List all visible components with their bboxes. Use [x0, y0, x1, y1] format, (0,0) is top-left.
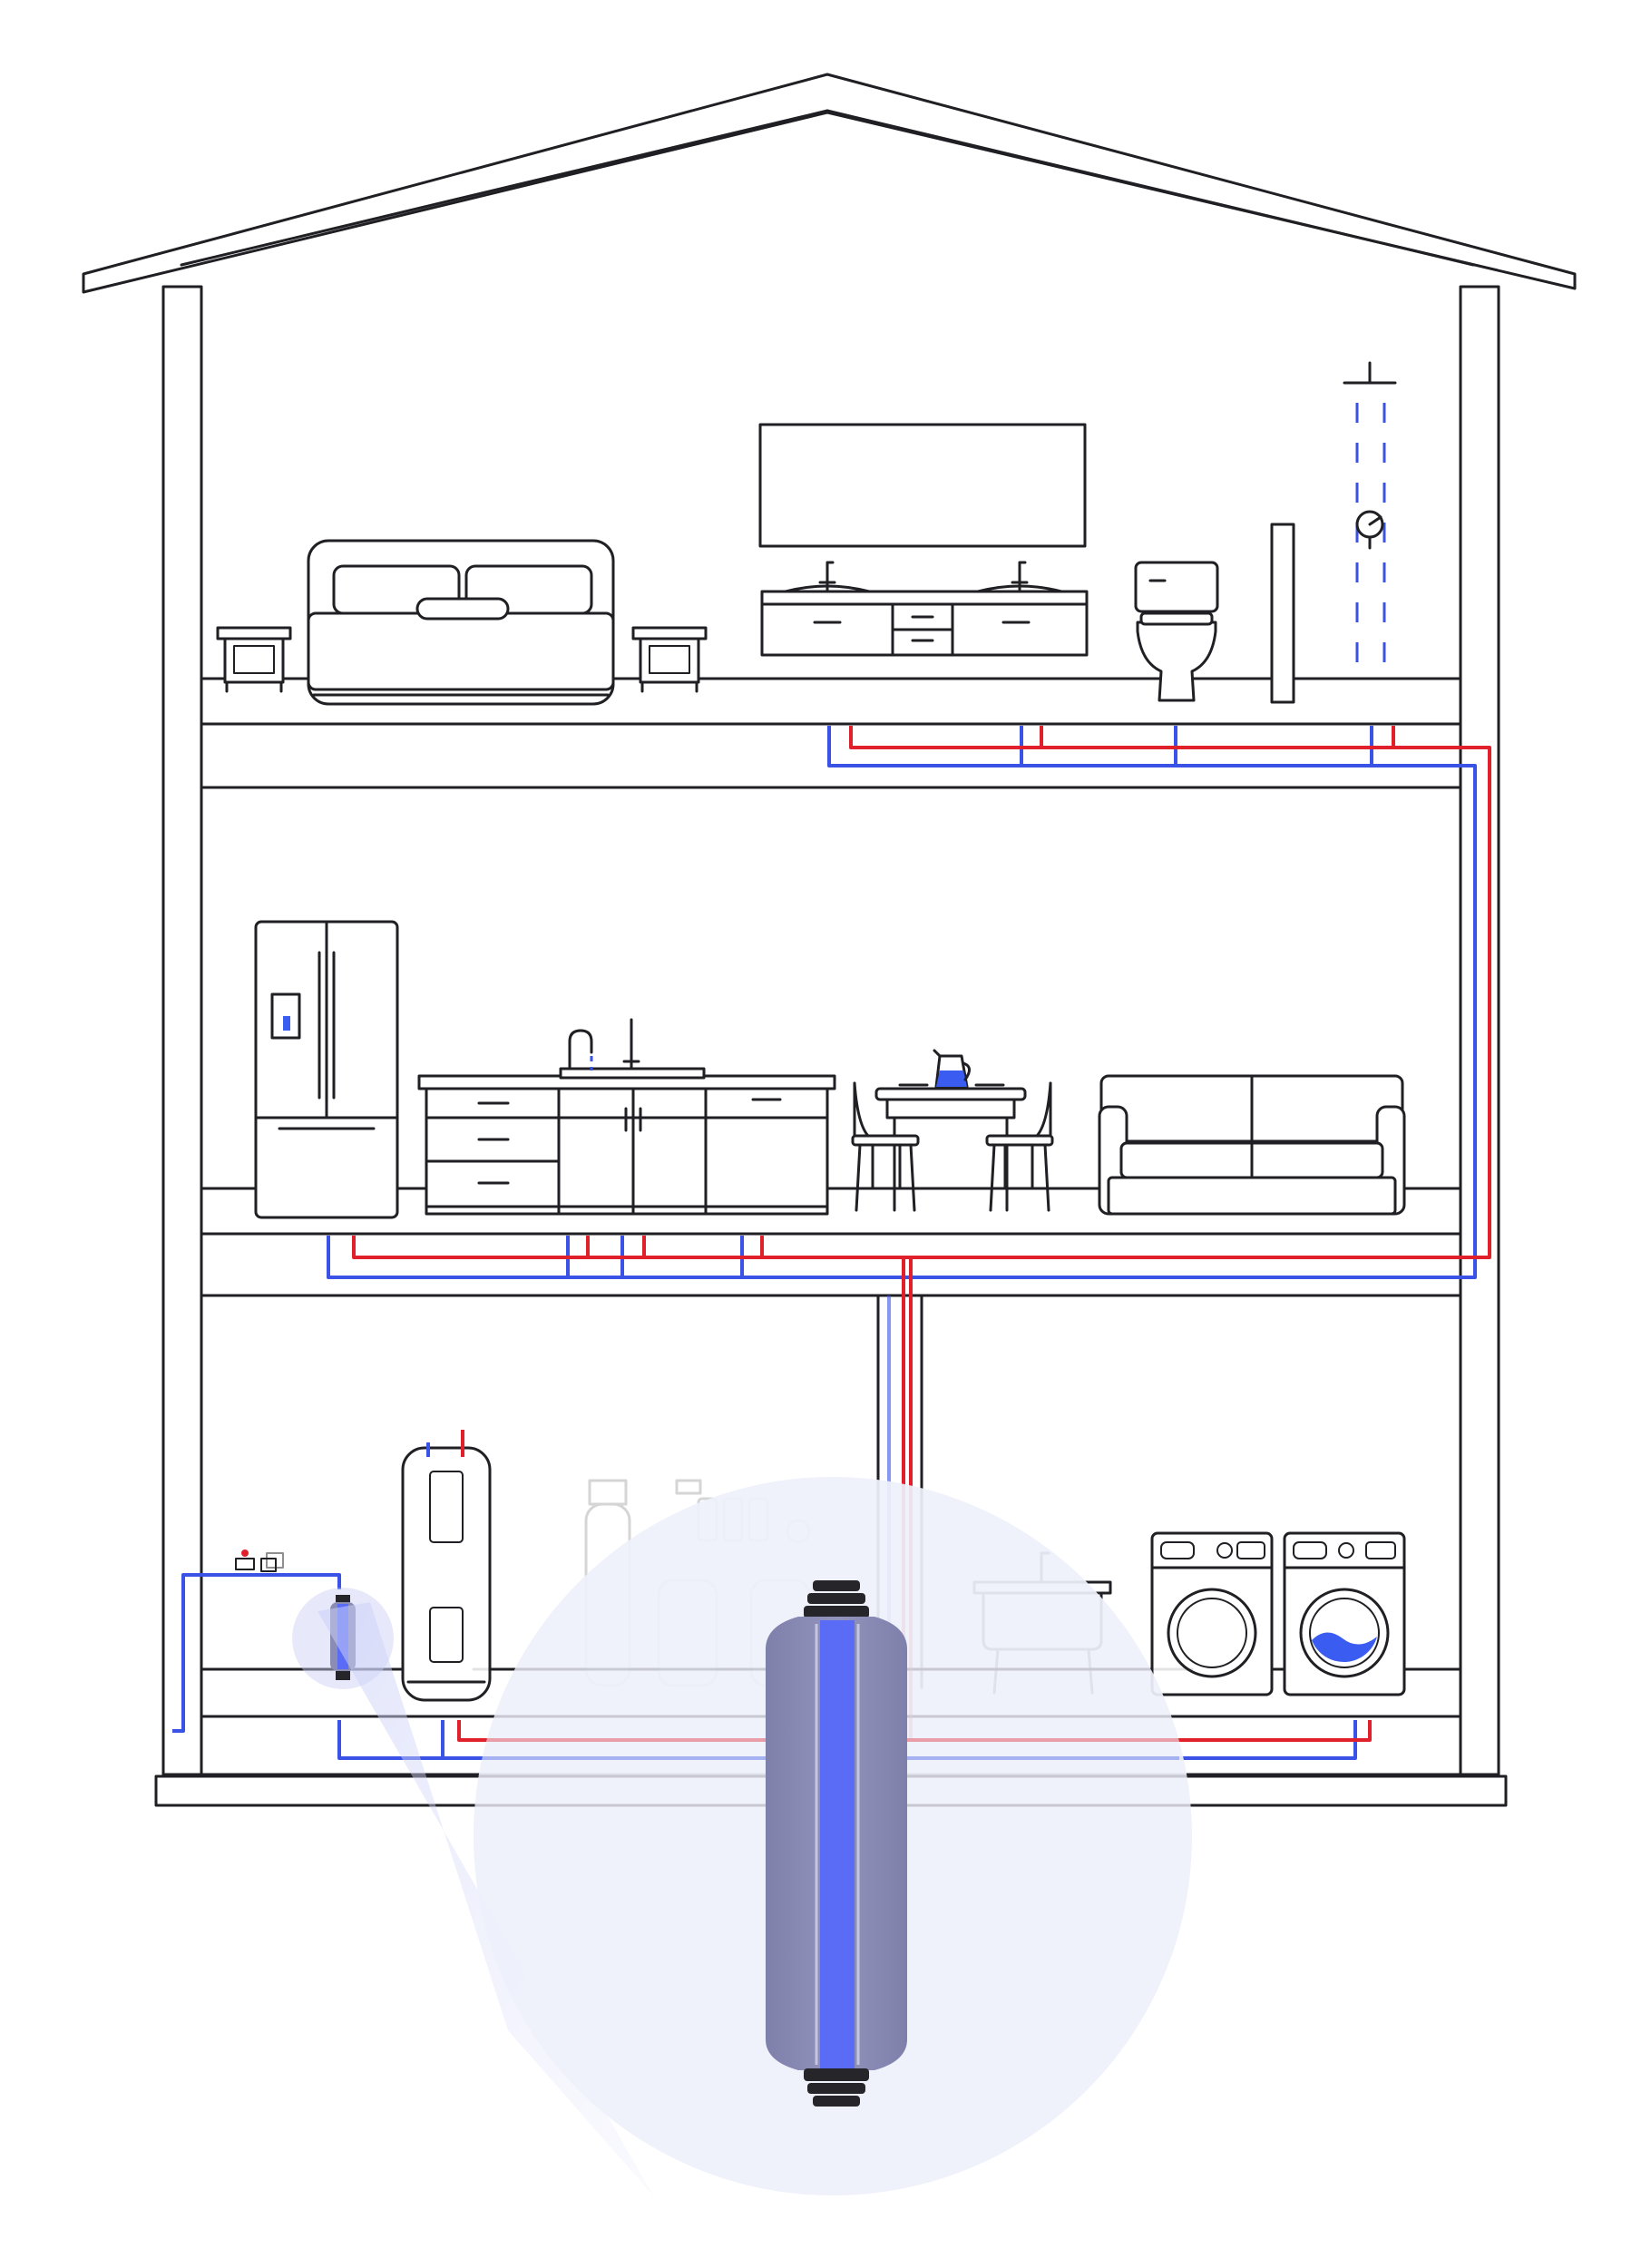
dining-table-icon: [851, 1081, 1054, 1212]
refrigerator-icon: [254, 920, 399, 1219]
whole-house-filter-icon[interactable]: [766, 1580, 907, 2107]
right-wall: [1459, 285, 1500, 1776]
water-heater-icon: [401, 1446, 492, 1702]
shower-wall: [1270, 523, 1295, 704]
upper-floor-bedroom: [216, 361, 1397, 706]
dryer-icon: [1283, 1531, 1406, 1696]
washer-icon: [1150, 1531, 1274, 1696]
kitchen-counter-icon: [417, 1074, 836, 1216]
mirror-icon: [758, 423, 1087, 548]
shutoff-valve-icon: [235, 1549, 284, 1572]
nightstand-icon: [631, 626, 708, 693]
pitcher-icon: [933, 1049, 971, 1089]
roof: [82, 73, 1577, 294]
sink-faucet-icon: [559, 1018, 706, 1080]
main-floor-kitchen: [254, 920, 1406, 1219]
bed-icon: [307, 539, 615, 706]
nightstand-icon: [216, 626, 292, 693]
shower-icon: [1343, 361, 1397, 662]
toilet-icon: [1134, 561, 1219, 702]
hot-water-pipes[interactable]: [352, 726, 1491, 1742]
sofa-icon: [1098, 1074, 1406, 1216]
vanity-icon: [760, 561, 1089, 657]
left-wall: [161, 285, 203, 1776]
